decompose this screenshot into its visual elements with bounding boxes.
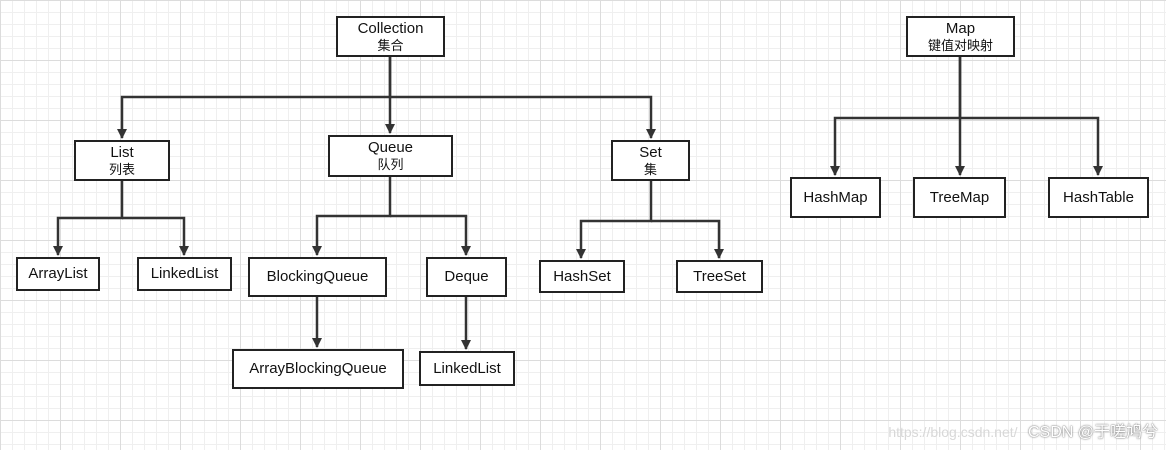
node-list-title: List (110, 143, 134, 161)
watermark-url: https://blog.csdn.net/ (888, 424, 1018, 440)
node-linkedlist-title: LinkedList (150, 265, 219, 282)
node-treeset-title: TreeSet (693, 267, 746, 285)
edge-set-treeset (651, 219, 724, 259)
node-collection: Collection 集合 (336, 16, 445, 57)
node-map: Map 键值对映射 (906, 16, 1015, 57)
node-collection-subtitle: 集合 (377, 37, 404, 53)
node-treemap-title: TreeMap (929, 188, 990, 206)
node-deque-linkedlist: LinkedList (419, 351, 515, 386)
node-set-title: Set (639, 143, 662, 161)
edge-map-hashmap (830, 57, 962, 176)
node-deque-title: Deque (444, 268, 489, 285)
edge-list-linkedlist (122, 216, 189, 256)
node-hashset-title: HashSet (553, 267, 611, 285)
node-collection-title: Collection (357, 19, 424, 37)
node-arrayblockingqueue-title: ArrayBlockingQueue (249, 360, 387, 377)
node-hashmap: HashMap (790, 177, 881, 218)
edge-list-arraylist (53, 180, 124, 256)
node-queue-subtitle: 队列 (377, 157, 404, 173)
node-treemap: TreeMap (913, 177, 1006, 218)
edge-collection-list (117, 56, 392, 139)
node-hashtable: HashTable (1048, 177, 1149, 218)
node-map-subtitle: 键值对映射 (927, 37, 993, 53)
node-queue-title: Queue (367, 139, 414, 157)
node-deque-linkedlist-title: LinkedList (433, 359, 501, 377)
node-hashmap-title: HashMap (803, 188, 868, 206)
edge-collection-set (390, 95, 656, 139)
node-deque: Deque (426, 257, 507, 297)
node-list: List 列表 (74, 140, 170, 181)
edge-set-hashset (576, 180, 653, 259)
node-arraylist-title: ArrayList (28, 265, 88, 282)
node-blockingqueue: BlockingQueue (248, 257, 387, 297)
node-set: Set 集 (611, 140, 690, 181)
node-set-subtitle: 集 (643, 161, 657, 177)
edge-queue-blockingqueue (312, 177, 392, 256)
node-queue: Queue 队列 (328, 135, 453, 177)
node-list-subtitle: 列表 (108, 161, 135, 177)
node-blockingqueue-title: BlockingQueue (266, 268, 369, 285)
node-hashset: HashSet (539, 260, 625, 293)
node-hashtable-title: HashTable (1063, 188, 1134, 206)
edge-queue-deque (390, 214, 471, 256)
node-linkedlist: LinkedList (137, 257, 232, 291)
watermark: https://blog.csdn.net/ CSDN @于嗟鸠兮 (888, 418, 1158, 442)
node-treeset: TreeSet (676, 260, 763, 293)
node-map-title: Map (945, 19, 976, 37)
node-arraylist: ArrayList (16, 257, 100, 291)
node-arrayblockingqueue: ArrayBlockingQueue (232, 349, 404, 389)
edge-map-hashtable (960, 116, 1103, 176)
watermark-author: CSDN @于嗟鸠兮 (1027, 424, 1158, 441)
